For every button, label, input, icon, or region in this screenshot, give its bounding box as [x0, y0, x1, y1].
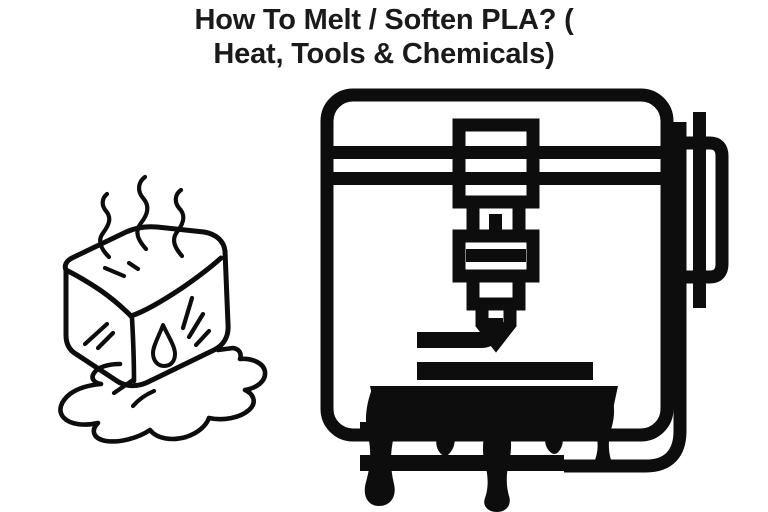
gantry-rail-upper	[333, 146, 661, 159]
filament-tube	[564, 122, 687, 473]
melting-ice-cube-illustration	[28, 122, 318, 444]
melt-drip-right	[482, 416, 512, 512]
cube-top-edge-right	[128, 255, 224, 319]
extruder-collar	[452, 229, 540, 283]
filament-spool-holder	[680, 136, 729, 284]
page-title: How To Melt / Soften PLA? ( Heat, Tools …	[0, 4, 768, 71]
spool-holder-post	[693, 112, 706, 308]
extruder-collar-band	[466, 249, 526, 262]
shine-mark-top-b	[126, 260, 141, 272]
print-object-layer-upper	[417, 318, 503, 348]
ice-cube-svg	[58, 174, 268, 444]
print-object-layer-lower	[417, 362, 593, 380]
bed-support-rail	[360, 455, 564, 471]
bed-support-leg	[360, 422, 604, 440]
page-title-line-2: Heat, Tools & Chemicals)	[213, 37, 555, 70]
melt-puddle	[58, 345, 268, 444]
melt-drip-bed-edge-right	[544, 416, 563, 454]
cube-top-edge-left	[63, 267, 134, 319]
puddle-ripple-b	[130, 388, 157, 409]
extruder-carriage	[452, 118, 540, 209]
shine-mark-left-b	[95, 330, 116, 351]
extruder-lower-block	[466, 276, 526, 311]
3d-printer-illustration	[318, 86, 738, 512]
page-title-line-1: How To Melt / Soften PLA? (	[194, 4, 574, 36]
water-droplet-icon	[151, 323, 177, 368]
steam-wisp-center-icon	[135, 174, 150, 252]
3d-printer-svg	[320, 88, 729, 512]
shine-mark-left-a	[82, 321, 110, 347]
cube-front-edge	[129, 315, 137, 384]
gantry-rail-lower	[333, 172, 661, 185]
steam-wisp-right-icon	[172, 187, 186, 259]
puddle-ripple-a	[111, 377, 136, 396]
shine-mark-right-a	[180, 295, 195, 331]
melt-drip-center	[436, 416, 455, 456]
steam-wisp-left-icon	[98, 191, 112, 260]
cube-outline	[62, 224, 231, 389]
melt-drip-left	[364, 386, 397, 506]
shine-mark-right-c	[193, 328, 212, 348]
melt-drip-bed-edge-far-right	[592, 386, 615, 460]
shine-mark-top-a	[102, 265, 127, 279]
shine-mark-right-b	[186, 311, 206, 340]
